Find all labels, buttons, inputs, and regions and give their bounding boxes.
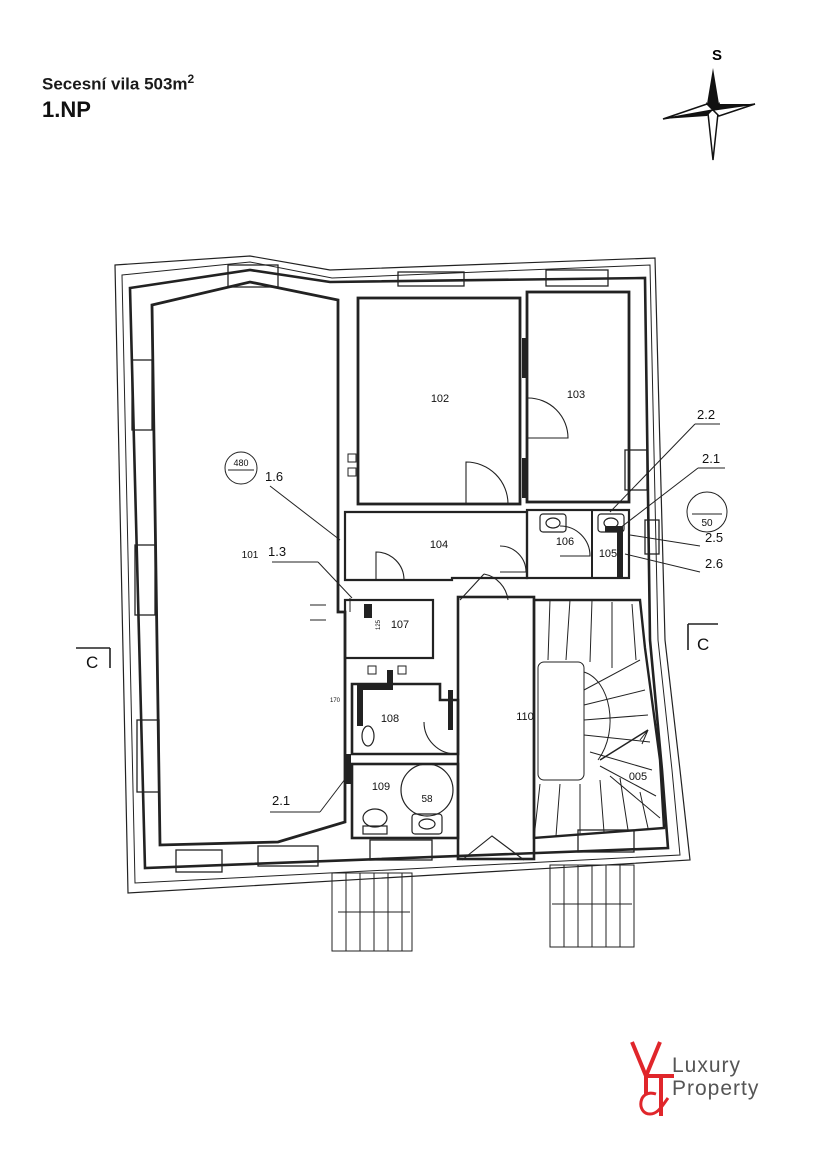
room-108-outline xyxy=(350,682,460,756)
room-109-label: 109 xyxy=(372,781,390,793)
callout-50: 50 xyxy=(701,518,713,529)
room-102-outline xyxy=(356,296,522,506)
title-block: Secesní vila 503m2 1.NP xyxy=(42,72,194,123)
building-wall xyxy=(128,268,670,870)
room-107-label: 107 xyxy=(391,619,409,631)
dim-125: 125 xyxy=(376,619,382,630)
marker-2-6: 2.6 xyxy=(705,556,723,571)
room-103-label: 103 xyxy=(567,389,585,401)
compass-icon: S xyxy=(662,47,756,161)
room-103-outline xyxy=(525,290,631,504)
outer-outline xyxy=(114,255,691,894)
room-106-label: 106 xyxy=(556,536,574,548)
property-title: Secesní vila 503m2 xyxy=(42,72,195,94)
room-101-label: 101 xyxy=(242,550,259,561)
room-101-outline xyxy=(150,280,347,847)
marker-2-2: 2.2 xyxy=(697,407,715,422)
marker-1-6: 1.6 xyxy=(265,469,283,484)
outer-outline-inner xyxy=(121,261,681,884)
brand-logo: Luxury Property xyxy=(628,1036,808,1121)
marker-1-3: 1.3 xyxy=(268,544,286,559)
room-107-outline xyxy=(343,598,435,660)
room-110-outline xyxy=(456,595,536,861)
callout-circles xyxy=(224,451,728,533)
brand-text: Luxury Property xyxy=(672,1054,759,1100)
room-104-label: 104 xyxy=(430,539,448,551)
staircase-005 xyxy=(532,598,666,840)
window-bays xyxy=(131,264,660,873)
callout-58: 58 xyxy=(421,794,433,805)
section-marks xyxy=(76,623,718,668)
marker-2-1-top: 2.1 xyxy=(702,451,720,466)
floor-label: 1.NP xyxy=(42,96,91,122)
marker-2-5: 2.5 xyxy=(705,530,723,545)
callout-480: 480 xyxy=(233,458,248,468)
brand-line-2: Property xyxy=(672,1077,760,1100)
brand-line-1: Luxury xyxy=(672,1054,742,1077)
room-108-label: 108 xyxy=(381,713,399,725)
sanitary-fixtures xyxy=(361,513,625,835)
room-106-outline xyxy=(525,508,631,580)
room-labels: 102 103 104 106 105 107 108 109 110 005 … xyxy=(242,389,648,793)
entrance-steps xyxy=(331,864,635,952)
dim-170: 170 xyxy=(330,698,341,704)
room-110-label: 110 xyxy=(516,711,534,723)
section-mark-left: C xyxy=(86,653,98,672)
room-005-label: 005 xyxy=(629,771,647,783)
compass-label: S xyxy=(712,47,722,64)
yt-logo-icon xyxy=(630,1041,674,1116)
section-mark-right: C xyxy=(697,635,709,654)
room-105-label: 105 xyxy=(599,548,617,560)
room-102-label: 102 xyxy=(431,393,449,405)
marker-2-1-bottom: 2.1 xyxy=(272,793,290,808)
annotation-markers: 1.6 1.3 2.2 2.1 2.5 2.6 2.1 xyxy=(265,407,723,808)
ducts xyxy=(345,338,623,784)
